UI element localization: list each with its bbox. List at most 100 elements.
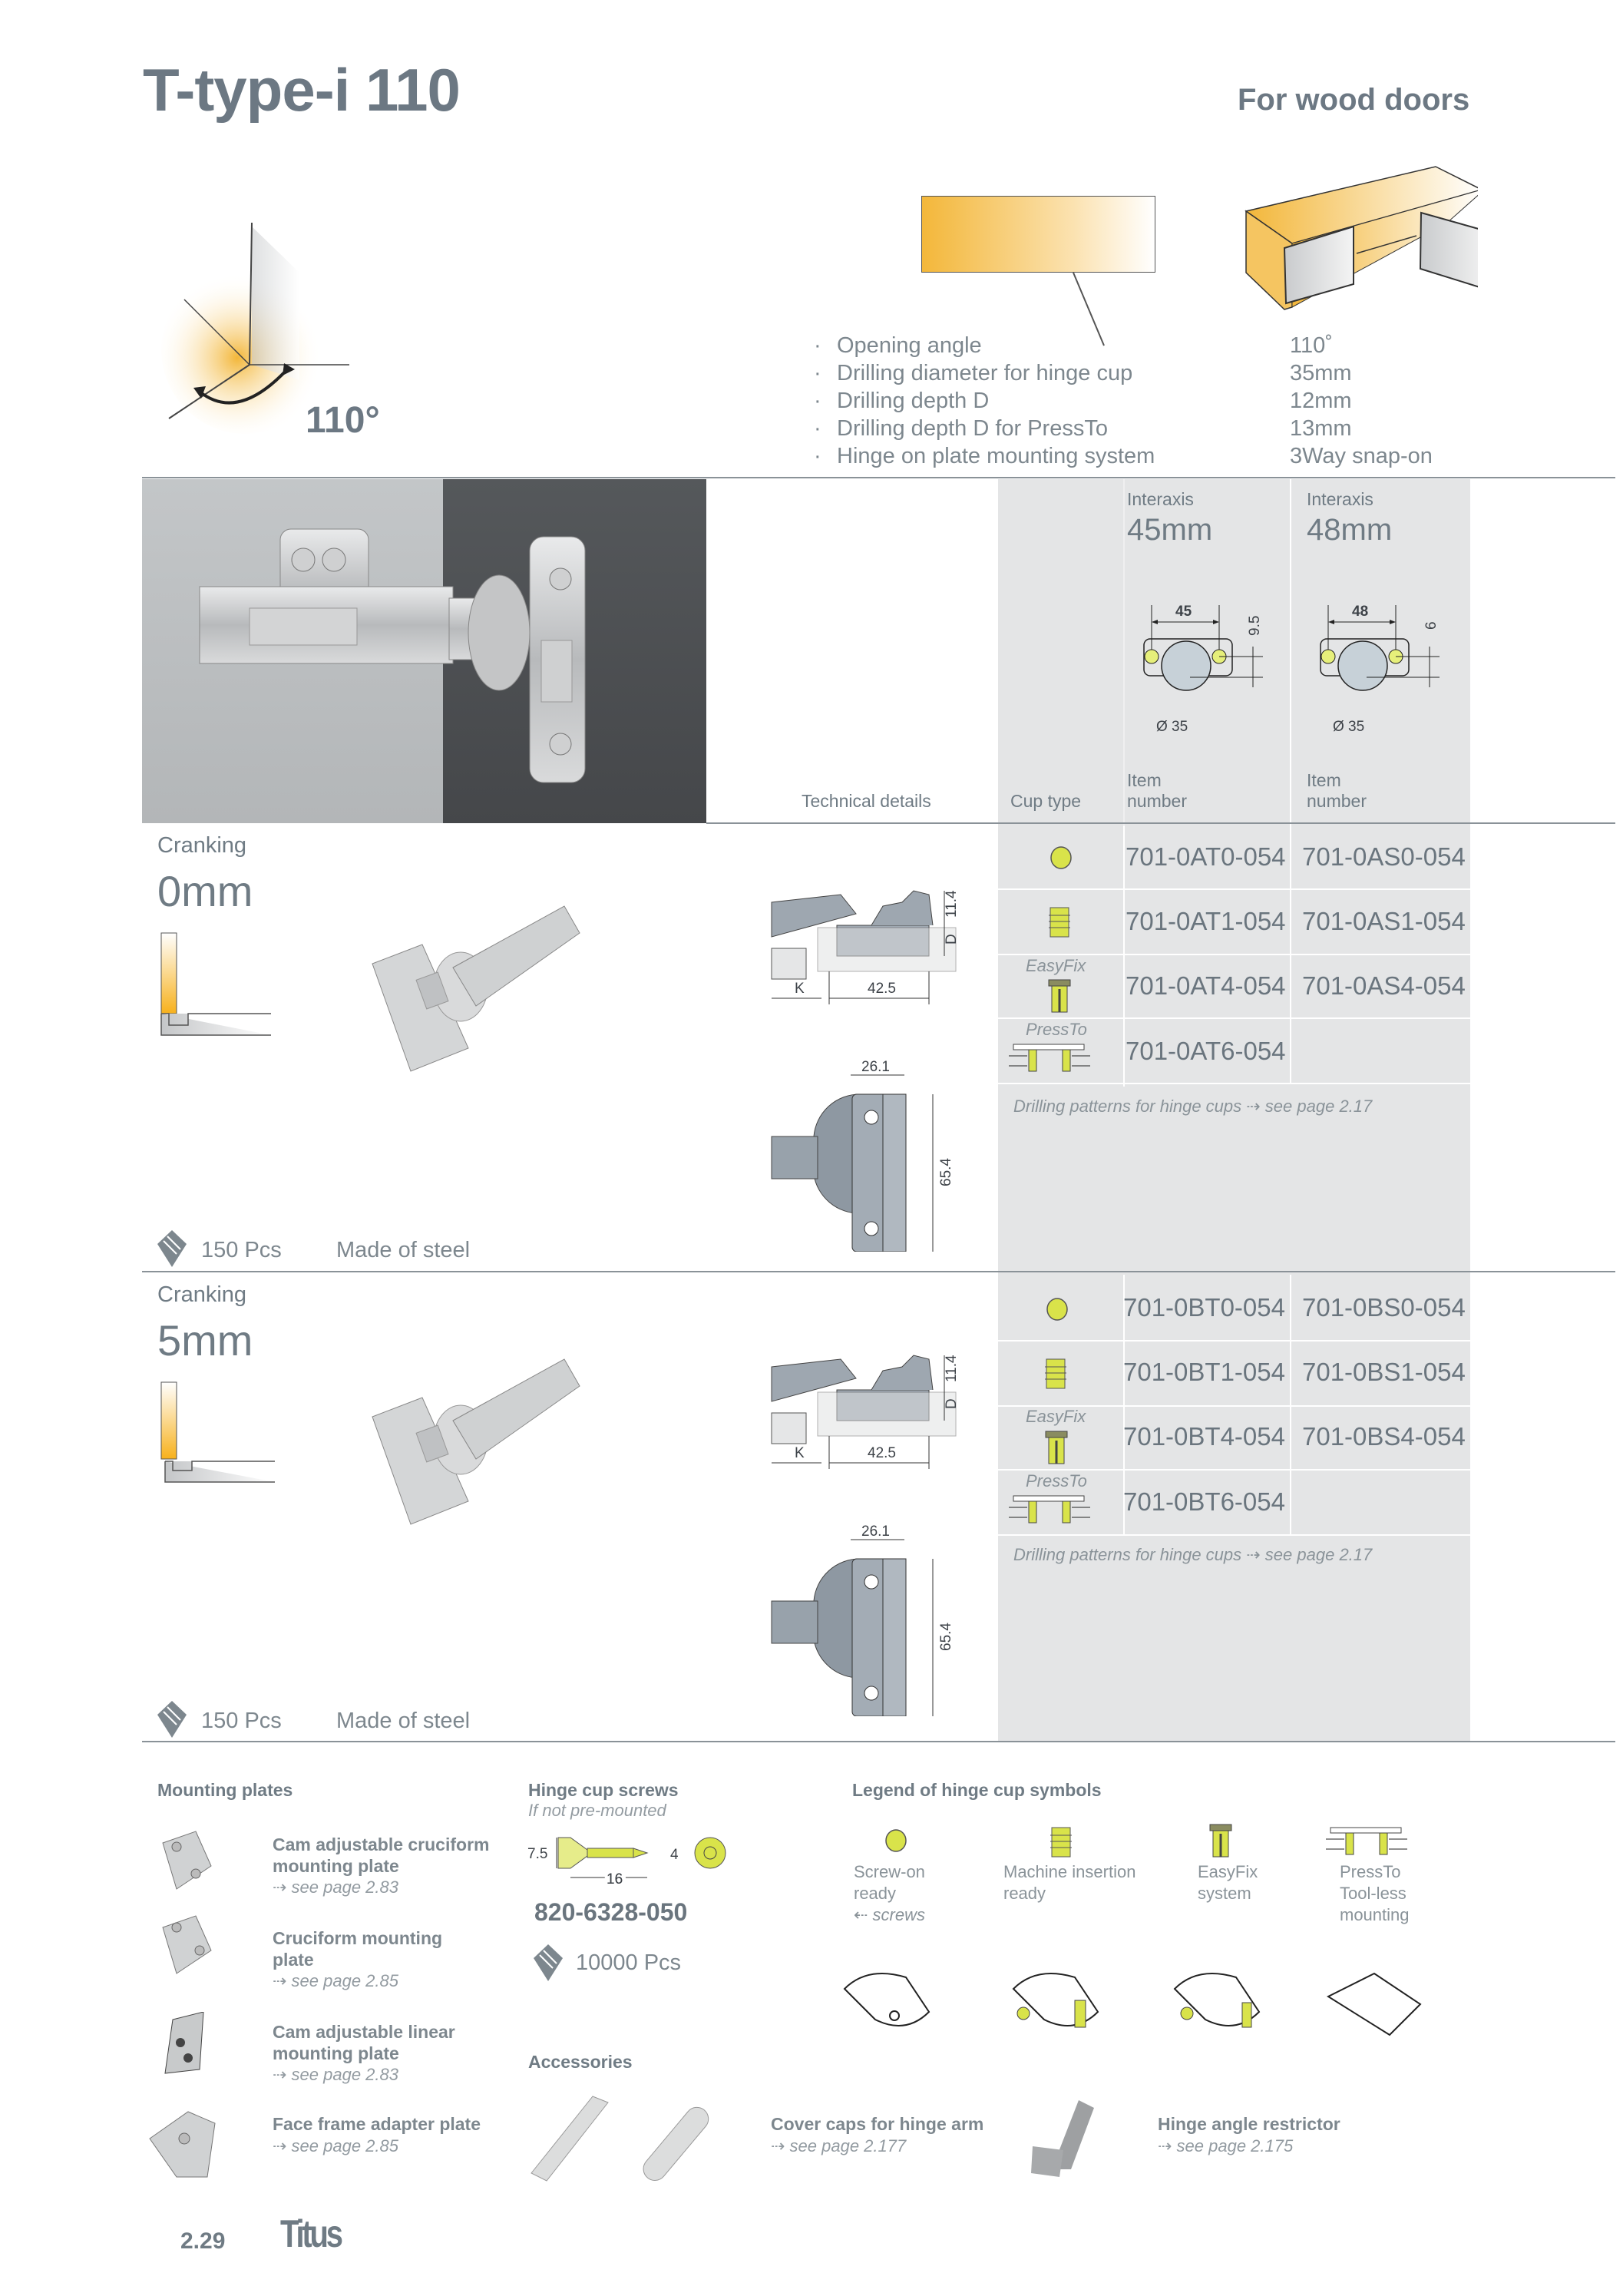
svg-text:4: 4 — [670, 1847, 679, 1863]
column-separator — [1290, 479, 1291, 1083]
machine-insertion-cup-icon — [1045, 1358, 1066, 1389]
item-number-link[interactable]: 701-0BT4-054 — [1123, 1422, 1285, 1451]
item-number-link[interactable]: 701-0BT6-054 — [1123, 1487, 1285, 1516]
legend-title: Legend of hinge cup symbols — [852, 1780, 1102, 1800]
easyfix-cup-icon — [1045, 1431, 1068, 1464]
item-number-link[interactable]: 701-0BS4-054 — [1302, 1422, 1466, 1451]
cranking-value: 5mm — [157, 1316, 253, 1365]
item-number-link[interactable]: 701-0AS1-054 — [1302, 907, 1466, 935]
screw-on-cup-icon — [1050, 846, 1072, 869]
row-divider — [998, 1469, 1470, 1471]
item-table-panel — [998, 479, 1470, 1742]
cam-linear-plate-image — [164, 2012, 204, 2074]
item-number-link[interactable]: 701-0BT1-054 — [1123, 1358, 1285, 1386]
item-number-link[interactable]: 701-0AS0-054 — [1302, 842, 1466, 871]
material-swatch — [921, 196, 1155, 273]
row-divider — [998, 1405, 1470, 1407]
svg-text:9.5: 9.5 — [1247, 616, 1263, 636]
drilling-pattern-48-diagram: 48 6 Ø 35 — [1320, 604, 1440, 735]
svg-text:K: K — [795, 1445, 805, 1461]
drilling-pattern-45-diagram: 45 9.5 Ø 35 — [1143, 604, 1263, 735]
see-page-link[interactable]: ⇢ see page 2.175 — [1158, 2136, 1294, 2155]
accessory-name: Cover caps for hinge arm — [771, 2114, 984, 2134]
opening-angle-illustration — [161, 222, 349, 434]
material: Made of steel — [336, 1709, 471, 1733]
page-number: 2.29 — [180, 2228, 226, 2254]
row-divider — [998, 1340, 1470, 1342]
interaxis-45-label: Interaxis — [1127, 489, 1194, 509]
cabinet-illustration — [1245, 166, 1478, 310]
svg-text:26.1: 26.1 — [861, 1060, 890, 1075]
cranking-5mm-diagram — [160, 1381, 275, 1483]
section-divider — [142, 1271, 1615, 1272]
side-view-technical-drawing: 11.4 D K 42.5 — [771, 1355, 960, 1469]
drilling-patterns-link[interactable]: Drilling patterns for hinge cups ⇢ see p… — [1013, 1097, 1373, 1116]
svg-text:K: K — [795, 981, 805, 997]
column-separator — [1123, 479, 1125, 825]
hinge-angle-restrictor-image — [1031, 2100, 1094, 2177]
see-page-link[interactable]: ⇢ see page 2.85 — [273, 1971, 399, 1990]
item-number-link[interactable]: 701-0AT1-054 — [1126, 907, 1286, 935]
item-number-link[interactable]: 701-0BT0-054 — [1123, 1293, 1285, 1322]
easyfix-label: EasyFix — [1026, 956, 1086, 975]
column-separator — [1123, 825, 1125, 1087]
svg-text:45: 45 — [1175, 604, 1192, 620]
svg-text:16: 16 — [607, 1871, 623, 1887]
cup-type-header: Cup type — [1010, 791, 1082, 811]
drilling-patterns-link[interactable]: Drilling patterns for hinge cups ⇢ see p… — [1013, 1545, 1373, 1564]
row-divider — [998, 1083, 1470, 1084]
pack-quantity: 150 Pcs — [201, 1709, 282, 1733]
page-title: T-type-i 110 — [143, 56, 461, 124]
hinge-product-photo — [142, 479, 706, 823]
cam-cruciform-plate-image — [162, 1831, 212, 1890]
item-number-link[interactable]: 701-0AT6-054 — [1126, 1037, 1286, 1065]
cup-mounting-illustrations — [843, 1972, 1422, 2036]
table-header-divider — [706, 822, 1615, 824]
row-divider — [998, 888, 1470, 890]
cranking-0mm-diagram — [160, 932, 271, 1036]
page-subtitle: For wood doors — [1238, 83, 1470, 117]
svg-text:65.4: 65.4 — [938, 1623, 954, 1651]
section-divider — [142, 1741, 1615, 1742]
screw-on-cup-icon — [885, 1829, 907, 1852]
easyfix-label: EasyFix — [1026, 1407, 1086, 1426]
see-page-link[interactable]: ⇢ see page 2.83 — [273, 2065, 399, 2084]
svg-text:Ø 35: Ø 35 — [1156, 719, 1188, 735]
swatch-leader-line — [1073, 273, 1105, 346]
item-number-link[interactable]: 701-0AS4-054 — [1302, 971, 1466, 1000]
svg-text:16: 16 — [607, 1871, 623, 1887]
brand-logo: Titus — [280, 2212, 343, 2255]
screws-subtitle: If not pre-mounted — [528, 1801, 666, 1820]
divider — [142, 477, 1615, 478]
item-number-link[interactable]: 701-0AT4-054 — [1126, 971, 1286, 1000]
mounting-plate-name: Face frame adapter plate — [273, 2114, 481, 2134]
item-number-link[interactable]: 701-0BS1-054 — [1302, 1358, 1466, 1386]
screw-item-number[interactable]: 820-6328-050 — [534, 1898, 688, 1926]
svg-text:11.4: 11.4 — [944, 1355, 960, 1382]
cranking-label: Cranking — [157, 1282, 247, 1307]
technical-details-header: Technical details — [802, 791, 931, 811]
cranking-label: Cranking — [157, 833, 247, 858]
see-page-link[interactable]: ⇢ see page 2.85 — [273, 2136, 399, 2155]
svg-text:65.4: 65.4 — [938, 1158, 954, 1186]
pressto-label: PressTo — [1026, 1020, 1087, 1039]
see-page-link[interactable]: ⇢ see page 2.83 — [273, 1877, 399, 1897]
see-page-link[interactable]: ⇢ see page 2.177 — [771, 2136, 907, 2155]
hinge-0mm-product-image — [372, 905, 580, 1072]
item-number-link[interactable]: 701-0BS0-054 — [1302, 1293, 1466, 1322]
package-icon — [157, 1701, 187, 1738]
svg-text:48: 48 — [1352, 604, 1368, 620]
interaxis-48-label: Interaxis — [1307, 489, 1373, 509]
item-number-link[interactable]: 701-0AT0-054 — [1126, 842, 1286, 871]
svg-text:42.5: 42.5 — [868, 1445, 896, 1461]
